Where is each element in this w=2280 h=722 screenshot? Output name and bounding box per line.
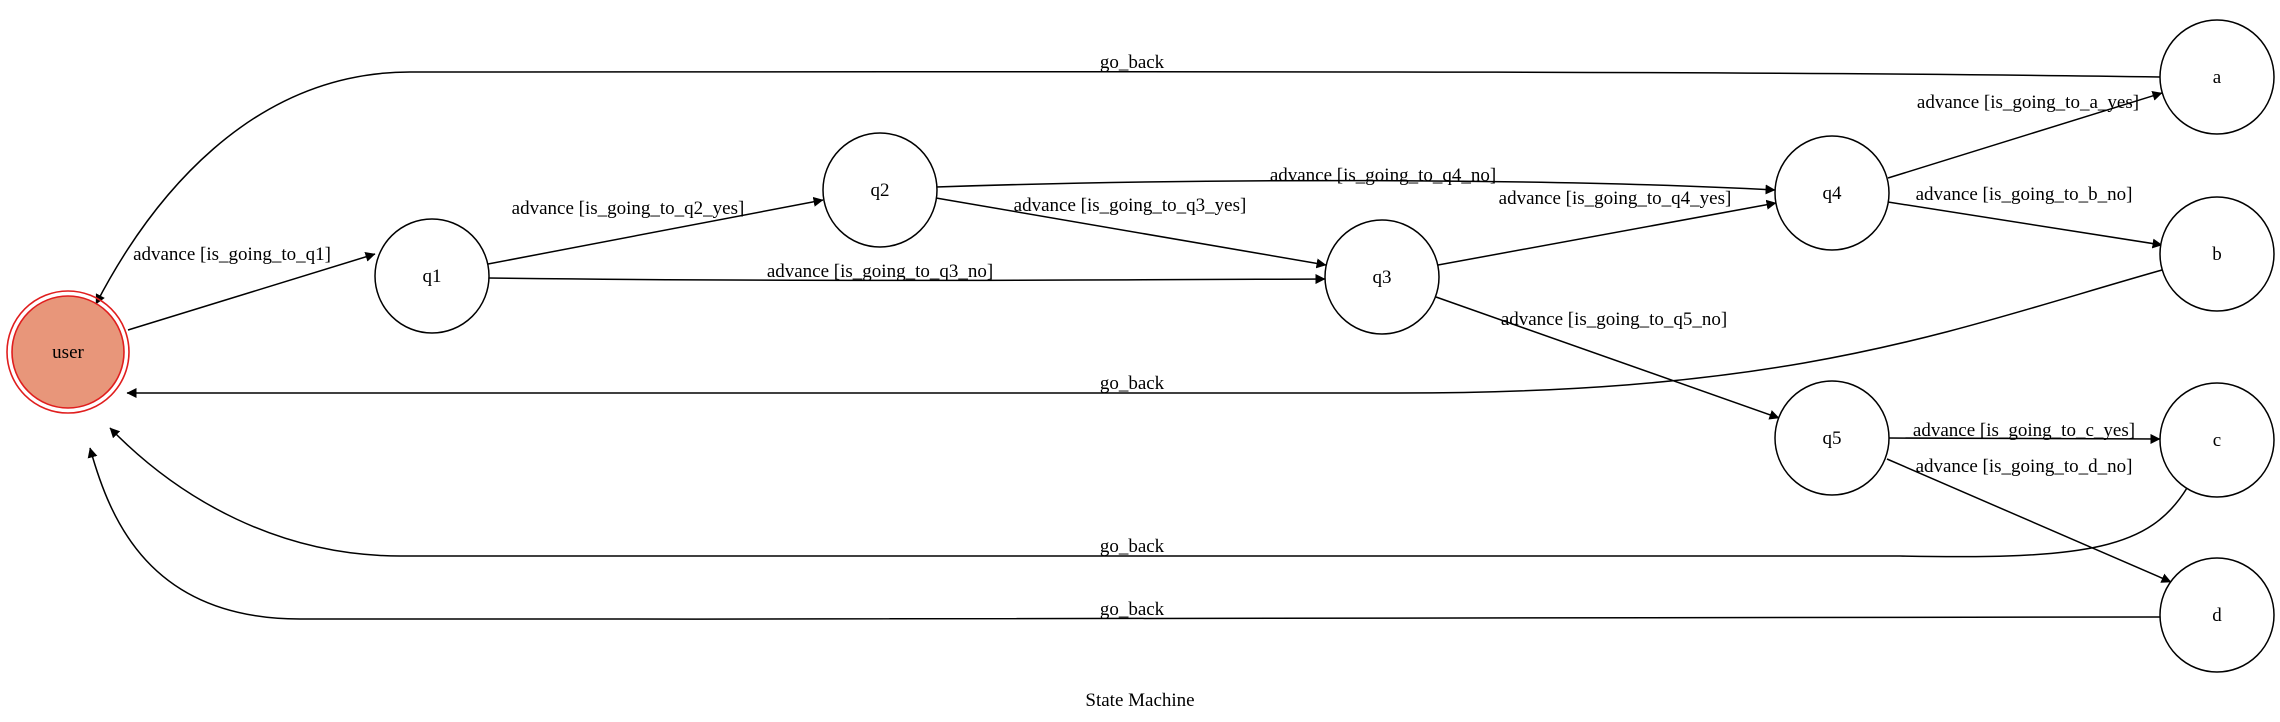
transition-q1-to-q2: advance [is_going_to_q2_yes] (487, 196, 824, 265)
state-circle (2159, 19, 2275, 135)
transition-q5-to-d: advance [is_going_to_d_no] (1886, 456, 2172, 583)
state-label: c (2213, 430, 2221, 451)
transition-label: go_back (1100, 373, 1165, 394)
state-label: d (2212, 605, 2222, 626)
state-circle (1324, 219, 1440, 335)
diagram-title: State Machine (1085, 690, 1194, 711)
state-circle (2159, 382, 2275, 498)
transition-arrow (935, 179, 1776, 195)
state-node-c: c (2159, 382, 2275, 498)
transition-arrow (127, 252, 376, 331)
transition-a-to-user: go_back (95, 52, 2161, 305)
transition-label: advance [is_going_to_b_no] (1916, 184, 2133, 205)
transition-arrow (1887, 91, 2163, 179)
state-label: b (2212, 244, 2222, 265)
transition-label: go_back (1100, 52, 1165, 73)
state-node-q2: q2 (822, 132, 938, 248)
transition-label: advance [is_going_to_q1] (133, 244, 331, 265)
transition-b-to-user: go_back (126, 269, 2163, 398)
transition-arrow (935, 197, 1327, 269)
transition-arrow (1886, 458, 2172, 583)
initial-state-circle (11, 295, 125, 409)
transition-label: advance [is_going_to_c_yes] (1913, 420, 2135, 441)
transition-label: advance [is_going_to_d_no] (1916, 456, 2133, 477)
transition-arrow (95, 70, 2161, 305)
transition-label: advance [is_going_to_q3_yes] (1014, 195, 1247, 216)
transition-label: advance [is_going_to_q4_yes] (1499, 188, 1732, 209)
state-node-b: b (2159, 196, 2275, 312)
state-label: q5 (1823, 428, 1842, 449)
transition-arrow (1887, 433, 2161, 444)
state-label: q1 (423, 266, 442, 287)
transition-label: go_back (1100, 536, 1165, 557)
state-label: q3 (1373, 267, 1392, 288)
state-node-a: a (2159, 19, 2275, 135)
states-layer: user q1 q2 q3 q4 q5 a b c d (6, 19, 2275, 673)
transition-arrow (487, 274, 1326, 285)
transition-q4-to-a: advance [is_going_to_a_yes] (1887, 91, 2163, 179)
state-circle (374, 218, 490, 334)
transition-q2-to-q4: advance [is_going_to_q4_no] (935, 165, 1776, 195)
initial-state-outer-ring (6, 290, 130, 414)
state-node-d: d (2159, 557, 2275, 673)
transition-q3-to-q4: advance [is_going_to_q4_yes] (1437, 188, 1777, 266)
state-label: user (52, 342, 84, 363)
transition-label: advance [is_going_to_q3_no] (767, 261, 993, 282)
state-label: a (2213, 67, 2222, 88)
state-node-q1: q1 (374, 218, 490, 334)
transition-q1-to-q3: advance [is_going_to_q3_no] (487, 261, 1326, 285)
transition-arrow (1887, 201, 2163, 249)
transition-label: go_back (1100, 599, 1165, 620)
state-circle (1774, 135, 1890, 251)
transition-q4-to-b: advance [is_going_to_b_no] (1887, 184, 2163, 249)
transition-label: advance [is_going_to_q5_no] (1501, 309, 1727, 330)
transition-arrow (487, 196, 824, 265)
state-node-q5: q5 (1774, 380, 1890, 496)
transition-label: advance [is_going_to_a_yes] (1917, 92, 2139, 113)
state-label: q4 (1823, 183, 1843, 204)
transition-label: advance [is_going_to_q2_yes] (512, 198, 745, 219)
state-node-q4: q4 (1774, 135, 1890, 251)
state-circle (2159, 196, 2275, 312)
state-node-user: user (6, 290, 130, 414)
state-circle (1774, 380, 1890, 496)
state-label: q2 (871, 180, 890, 201)
state-circle (2159, 557, 2275, 673)
state-circle (822, 132, 938, 248)
transition-q3-to-q5: advance [is_going_to_q5_no] (1435, 296, 1780, 420)
transition-arrow (1437, 199, 1777, 266)
transition-label: advance [is_going_to_q4_no] (1270, 165, 1496, 186)
transition-user-to-q1: advance [is_going_to_q1] (127, 244, 376, 331)
transition-arrow (1435, 296, 1780, 420)
transition-arrow (126, 269, 2163, 398)
transition-q2-to-q3: advance [is_going_to_q3_yes] (935, 195, 1327, 269)
transition-q5-to-c: advance [is_going_to_c_yes] (1887, 420, 2161, 444)
state-node-q3: q3 (1324, 219, 1440, 335)
transitions-layer: advance [is_going_to_q1]advance [is_goin… (87, 52, 2188, 620)
